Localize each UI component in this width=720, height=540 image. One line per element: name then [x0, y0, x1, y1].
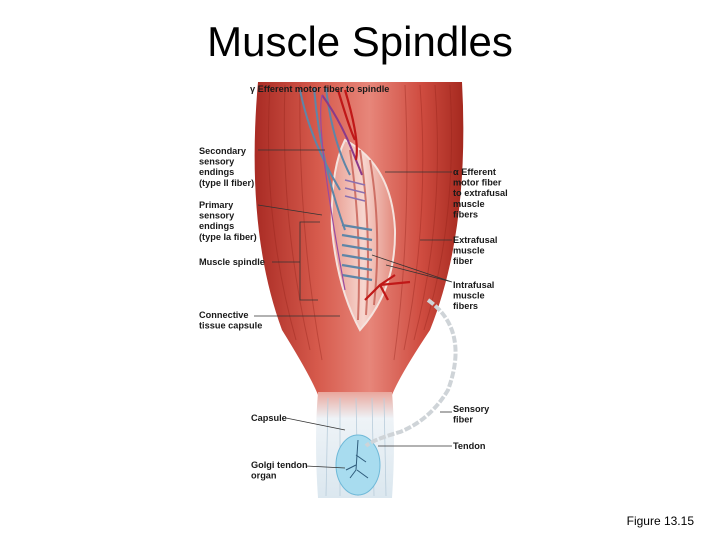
- golgi-tendon-organ-line: organ: [251, 471, 277, 481]
- extrafusal-fiber-line: fiber: [453, 256, 473, 266]
- capsule-line: Capsule: [251, 413, 287, 423]
- label-tendon: Tendon: [453, 441, 486, 451]
- svg-text:γ Efferent motor fiber to spin: γ Efferent motor fiber to spindle: [250, 84, 389, 94]
- intrafusal-fibers-line: fibers: [453, 301, 478, 311]
- primary-endings-line: Primary: [199, 200, 234, 210]
- extrafusal-fiber-line: Extrafusal: [453, 235, 497, 245]
- label-gamma-efferent: γ Efferent motor fiber to spindle: [250, 84, 389, 94]
- secondary-endings-line: Secondary: [199, 146, 247, 156]
- svg-text:Capsule: Capsule: [251, 413, 287, 423]
- connective-capsule-line: Connective: [199, 310, 249, 320]
- extrafusal-fiber-line: muscle: [453, 246, 485, 256]
- intrafusal-fibers-line: Intrafusal: [453, 280, 494, 290]
- svg-text:Tendon: Tendon: [453, 441, 486, 451]
- figure-label: Figure 13.15: [627, 514, 694, 528]
- connective-capsule-line: tissue capsule: [199, 321, 262, 331]
- alpha-efferent-line: fibers: [453, 209, 478, 219]
- label-muscle-spindle: Muscle spindle: [199, 257, 265, 267]
- alpha-efferent-line: motor fiber: [453, 178, 502, 188]
- alpha-efferent-line: muscle: [453, 199, 485, 209]
- primary-endings-line: endings: [199, 221, 234, 231]
- secondary-endings-line: (type II fiber): [199, 178, 254, 188]
- tendon-line: Tendon: [453, 441, 486, 451]
- label-capsule: Capsule: [251, 413, 287, 423]
- primary-endings-line: (type Ia fiber): [199, 232, 257, 242]
- secondary-endings-line: sensory: [199, 157, 235, 167]
- primary-endings-line: sensory: [199, 211, 235, 221]
- alpha-efferent-line: to extrafusal: [453, 188, 508, 198]
- muscle-spindle-line: Muscle spindle: [199, 257, 265, 267]
- alpha-efferent-line: α Efferent: [453, 167, 496, 177]
- intrafusal-fibers-line: muscle: [453, 291, 485, 301]
- svg-text:Muscle spindle: Muscle spindle: [199, 257, 265, 267]
- secondary-endings-line: endings: [199, 167, 234, 177]
- gamma-efferent-line: γ Efferent motor fiber to spindle: [250, 84, 389, 94]
- golgi-tendon-organ-line: Golgi tendon: [251, 460, 308, 470]
- sensory-fiber-line: fiber: [453, 415, 473, 425]
- sensory-fiber-line: Sensory: [453, 404, 490, 414]
